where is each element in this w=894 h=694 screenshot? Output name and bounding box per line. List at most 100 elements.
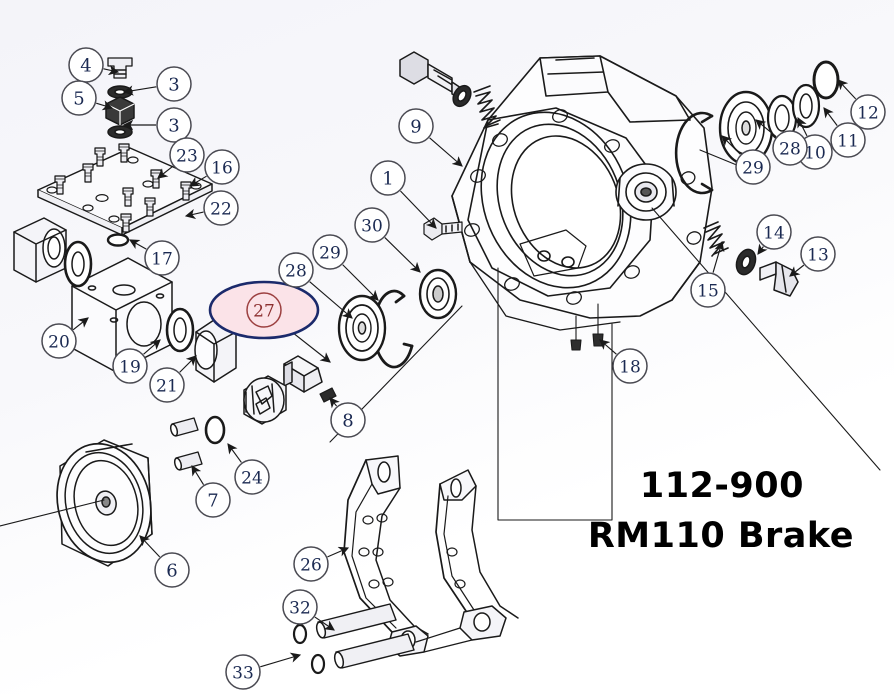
callout-label-13: 13 bbox=[807, 246, 829, 266]
leader-line-7 bbox=[191, 465, 205, 485]
callout-label-27: 27 bbox=[253, 302, 275, 322]
diagram-title-code: 112-900 bbox=[639, 466, 804, 506]
callout-label-22: 22 bbox=[210, 200, 232, 220]
callout-3[interactable]: 3 bbox=[156, 66, 192, 102]
callout-4[interactable]: 4 bbox=[68, 47, 104, 83]
callout-11[interactable]: 11 bbox=[830, 122, 866, 158]
part-mounting-plate bbox=[37, 143, 213, 236]
part-stack-top-right bbox=[674, 60, 840, 195]
leader-line-12 bbox=[837, 79, 857, 100]
leader-line-17 bbox=[128, 239, 147, 250]
callout-label-26: 26 bbox=[300, 556, 322, 576]
callout-16[interactable]: 16 bbox=[204, 149, 240, 185]
callout-label-30: 30 bbox=[361, 217, 383, 237]
callout-circle-22 bbox=[203, 190, 239, 226]
callout-circle-9 bbox=[398, 108, 434, 144]
callout-label-14: 14 bbox=[763, 224, 785, 244]
callout-23[interactable]: 23 bbox=[169, 137, 205, 173]
callout-label-11: 11 bbox=[837, 132, 859, 152]
callout-12[interactable]: 12 bbox=[850, 94, 886, 130]
callout-circle-17 bbox=[144, 240, 180, 276]
callout-circle-8 bbox=[330, 402, 366, 438]
leader-line-16 bbox=[189, 175, 207, 187]
callout-27[interactable]: 27 bbox=[246, 292, 282, 328]
leader-line-10 bbox=[797, 116, 808, 137]
callout-label-6: 6 bbox=[166, 561, 177, 582]
callout-label-24: 24 bbox=[241, 469, 263, 489]
callout-8[interactable]: 8 bbox=[330, 402, 366, 438]
callout-label-3: 3 bbox=[168, 116, 179, 137]
callout-1[interactable]: 1 bbox=[370, 160, 406, 196]
callout-label-23: 23 bbox=[176, 147, 198, 167]
callout-9[interactable]: 9 bbox=[398, 108, 434, 144]
callout-17[interactable]: 17 bbox=[144, 240, 180, 276]
callout-20[interactable]: 20 bbox=[41, 323, 77, 359]
part-pivot-pins bbox=[292, 603, 415, 675]
callout-15[interactable]: 15 bbox=[690, 272, 726, 308]
callout-21[interactable]: 21 bbox=[149, 367, 185, 403]
callout-circle-11 bbox=[830, 122, 866, 158]
callout-29[interactable]: 29 bbox=[735, 149, 771, 185]
leader-line-9 bbox=[429, 137, 463, 167]
leader-line-23 bbox=[157, 165, 174, 179]
leader-line-29 bbox=[721, 135, 741, 155]
callout-circle-20 bbox=[41, 323, 77, 359]
callout-6[interactable]: 6 bbox=[154, 552, 190, 588]
leader-line-6 bbox=[139, 535, 161, 558]
callout-22[interactable]: 22 bbox=[203, 190, 239, 226]
callout-24[interactable]: 24 bbox=[234, 459, 270, 495]
leader-line-24 bbox=[227, 443, 242, 463]
leader-line-28 bbox=[309, 281, 353, 319]
callout-label-7: 7 bbox=[207, 491, 218, 512]
callout-26[interactable]: 26 bbox=[293, 546, 329, 582]
callout-circle-30 bbox=[354, 207, 390, 243]
callout-circle-29 bbox=[735, 149, 771, 185]
callout-label-29: 29 bbox=[742, 159, 764, 179]
callout-circle-3 bbox=[156, 107, 192, 143]
part-adjuster-screw bbox=[399, 51, 501, 129]
leader-line-21 bbox=[179, 355, 197, 373]
leader-line-15 bbox=[712, 240, 725, 273]
callout-label-28: 28 bbox=[285, 262, 307, 282]
callout-label-1: 1 bbox=[382, 169, 393, 190]
callout-28[interactable]: 28 bbox=[772, 130, 808, 166]
callout-label-20: 20 bbox=[48, 333, 70, 353]
leader-line-19 bbox=[143, 339, 161, 355]
part-cylinder-housing bbox=[13, 217, 237, 383]
callout-29[interactable]: 29 bbox=[312, 234, 348, 270]
leader-line-14 bbox=[757, 243, 768, 255]
callout-7[interactable]: 7 bbox=[195, 482, 231, 518]
callout-30[interactable]: 30 bbox=[354, 207, 390, 243]
leader-line-5 bbox=[96, 100, 114, 111]
part-brake-drum bbox=[0, 439, 153, 567]
callout-circle-32 bbox=[282, 589, 318, 625]
part-cam-shaft bbox=[243, 355, 323, 425]
part-dowel-pins bbox=[169, 417, 203, 471]
callout-32[interactable]: 32 bbox=[282, 589, 318, 625]
callout-14[interactable]: 14 bbox=[756, 214, 792, 250]
callout-5[interactable]: 5 bbox=[61, 80, 97, 116]
leader-line-18 bbox=[599, 339, 617, 355]
callout-33[interactable]: 33 bbox=[225, 654, 261, 690]
leader-line-13 bbox=[789, 264, 805, 277]
callout-label-18: 18 bbox=[619, 358, 641, 378]
callout-circle-19 bbox=[112, 348, 148, 384]
callout-label-17: 17 bbox=[151, 250, 173, 270]
callout-circle-14 bbox=[756, 214, 792, 250]
callout-3[interactable]: 3 bbox=[156, 107, 192, 143]
callout-13[interactable]: 13 bbox=[800, 236, 836, 272]
leader-line-26 bbox=[327, 546, 350, 558]
callout-circle-5 bbox=[61, 80, 97, 116]
callout-18[interactable]: 18 bbox=[612, 348, 648, 384]
callout-label-29: 29 bbox=[319, 244, 341, 264]
callout-19[interactable]: 19 bbox=[112, 348, 148, 384]
callout-markers: 1334567891011121314151617181920212223242… bbox=[41, 47, 886, 690]
part-brake-housing bbox=[451, 55, 713, 331]
leader-line-8 bbox=[329, 397, 340, 409]
callout-circle-28 bbox=[772, 130, 808, 166]
callout-circle-12 bbox=[850, 94, 886, 130]
callout-circle-29 bbox=[312, 234, 348, 270]
callout-28[interactable]: 28 bbox=[278, 252, 314, 288]
